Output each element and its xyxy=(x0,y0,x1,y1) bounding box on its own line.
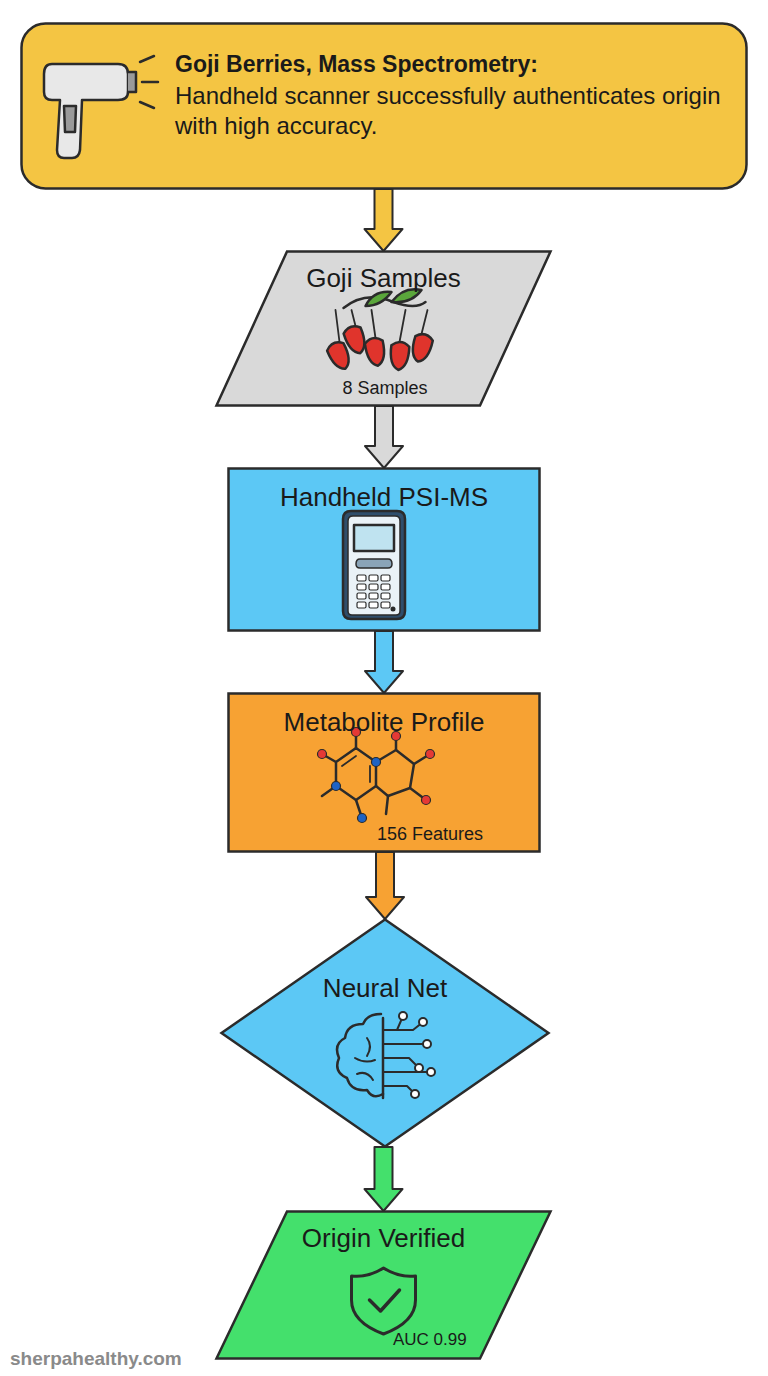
node-heading: Goji Samples xyxy=(255,262,512,295)
berries-icon xyxy=(325,289,434,372)
shape-outline xyxy=(229,694,540,852)
shape-outline xyxy=(217,252,551,406)
flow-arrow xyxy=(365,631,403,693)
feature-count: 156 Features xyxy=(377,823,527,846)
shape-outline xyxy=(22,24,747,189)
decision-diamond: Neural Net xyxy=(220,918,550,1148)
input-parallelogram: Goji Samples 8 Samples xyxy=(215,250,552,407)
watermark: sherpahealthy.com xyxy=(6,1348,186,1370)
flow-arrow xyxy=(365,189,403,251)
title-heading: Goji Berries, Mass Spectrometry: xyxy=(175,50,735,79)
shape-outline xyxy=(217,1212,551,1359)
title-box: Goji Berries, Mass Spectrometry:Handheld… xyxy=(20,22,748,190)
node-heading: Handheld PSI-MS xyxy=(237,481,531,514)
decision-diamond-outline xyxy=(220,918,550,1148)
process-box: Metabolite Profile 156 Features xyxy=(227,692,541,853)
title-body: Handheld scanner successfully authentica… xyxy=(175,81,735,141)
molecule-icon xyxy=(318,728,435,823)
shield-icon xyxy=(352,1268,416,1334)
flow-arrow xyxy=(365,1147,403,1211)
shape-outline xyxy=(229,469,540,631)
node-heading: Origin Verified xyxy=(255,1222,512,1255)
flow-arrow xyxy=(365,406,403,468)
scanner-icon xyxy=(44,56,158,158)
process-box: Handheld PSI-MS xyxy=(227,467,541,632)
device-icon xyxy=(343,511,405,619)
node-heading: Metabolite Profile xyxy=(237,706,531,739)
brain-icon xyxy=(337,1012,435,1098)
output-parallelogram: Origin VerifiedAUC 0.99 xyxy=(215,1210,552,1360)
sample-count: 8 Samples xyxy=(305,377,465,400)
node-heading: Neural Net xyxy=(295,972,475,1005)
shape-outline xyxy=(222,920,549,1147)
auc-value: AUC 0.99 xyxy=(393,1329,493,1350)
flow-arrow xyxy=(366,852,404,919)
